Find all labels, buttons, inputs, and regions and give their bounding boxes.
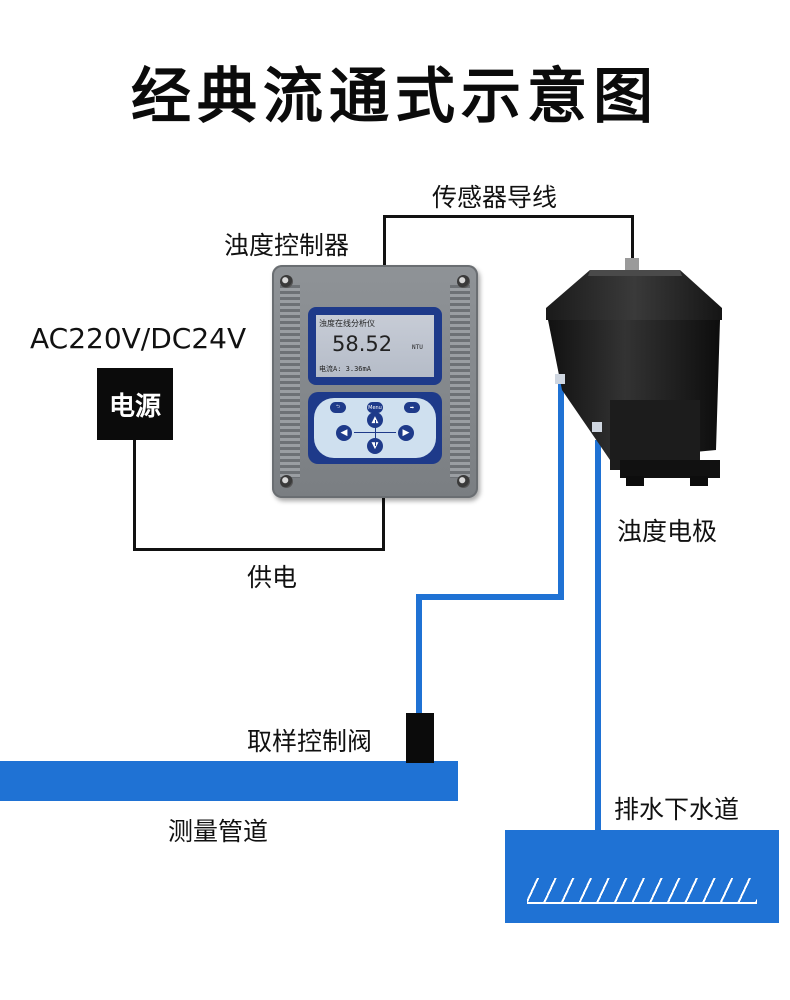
screw-icon	[280, 475, 293, 488]
controller-ribs-right	[450, 285, 470, 478]
sensor-foot	[690, 476, 708, 486]
sampling-valve	[406, 713, 434, 763]
sensor-cable-label: 传感器导线	[432, 183, 558, 212]
sensor-cylinder	[610, 400, 700, 470]
keypad: ⮌ Menu ➡ ▲ ◀ ▶ ▼	[308, 392, 442, 464]
outlet-nozzle	[592, 422, 602, 432]
sensor-base	[620, 460, 720, 478]
screw-icon	[457, 275, 470, 288]
menu-button[interactable]: Menu	[367, 402, 383, 413]
lcd-frame: 浊度在线分析仪 58.52 NTU 电流A: 3.36mA	[308, 307, 442, 385]
cable-connector	[625, 258, 639, 272]
sensor-foot	[626, 476, 644, 486]
sensor-top-ridge	[588, 270, 682, 276]
keypad-cross-v	[375, 420, 376, 446]
lcd-screen: 浊度在线分析仪 58.52 NTU 电流A: 3.36mA	[316, 315, 434, 377]
controller-ribs-left	[280, 285, 300, 478]
power-wire-bottom	[133, 548, 385, 551]
sensor-cable-wire-top	[383, 215, 634, 218]
arrow-down-icon[interactable]: ▼	[367, 438, 383, 454]
sensor-cable-wire-right	[631, 215, 634, 260]
power-supply-label: 供电	[247, 563, 298, 592]
lcd-reading: 58.52	[332, 332, 393, 356]
sampling-valve-label: 取样控制阀	[247, 727, 373, 756]
screw-icon	[280, 275, 293, 288]
drain-pipe	[595, 440, 601, 832]
back-arrow-icon[interactable]: ⮌	[330, 402, 346, 413]
arrow-left-icon[interactable]: ◀	[336, 425, 352, 441]
page-title: 经典流通式示意图	[131, 62, 659, 132]
lcd-header: 浊度在线分析仪	[319, 319, 375, 328]
power-wire-left	[133, 440, 136, 551]
sensor-top-cap	[546, 270, 722, 320]
sample-inlet-pipe-vertical	[558, 380, 564, 600]
power-wire-right	[382, 498, 385, 551]
drain-basin	[505, 830, 779, 923]
drain-hatch	[527, 878, 757, 902]
lcd-current: 电流A: 3.36mA	[319, 365, 371, 373]
measure-pipe	[0, 761, 458, 801]
sample-inlet-pipe-down	[416, 594, 422, 716]
turbidity-controller: 浊度在线分析仪 58.52 NTU 电流A: 3.36mA ⮌ Menu ➡ ▲…	[272, 265, 478, 498]
controller-label: 浊度控制器	[224, 231, 350, 260]
sample-inlet-pipe-horizontal	[416, 594, 564, 600]
screw-icon	[457, 475, 470, 488]
sensor-cable-wire-left	[383, 215, 386, 267]
electrode-label: 浊度电极	[617, 517, 718, 546]
enter-arrow-icon[interactable]: ➡	[404, 402, 420, 413]
lcd-unit: NTU	[412, 344, 423, 351]
measure-pipe-label: 测量管道	[168, 817, 269, 846]
keypad-face: ⮌ Menu ➡ ▲ ◀ ▶ ▼	[314, 398, 436, 458]
arrow-right-icon[interactable]: ▶	[398, 425, 414, 441]
turbidity-electrode	[546, 258, 722, 486]
drain-hatch-line	[527, 902, 757, 904]
inlet-nozzle	[555, 374, 565, 384]
power-box: 电源	[97, 368, 173, 440]
power-spec-label: AC220V/DC24V	[30, 322, 247, 355]
drain-label: 排水下水道	[614, 795, 740, 824]
